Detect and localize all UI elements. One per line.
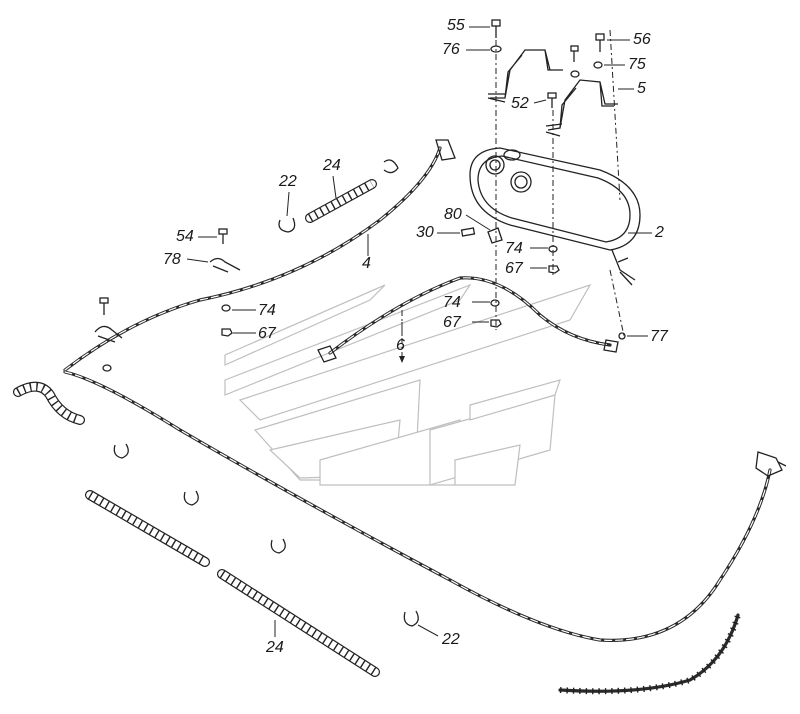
bracket-lower [545,79,618,137]
hose-clamp-22-bottom [403,610,419,627]
label-30: 30 [416,224,434,241]
label-67-center: 67 [443,314,461,331]
sleeve-24-bottom [217,569,380,677]
label-6: 6 [396,337,405,354]
label-24-top: 24 [323,157,341,174]
label-5: 5 [637,80,646,97]
bolt-54 [218,228,228,244]
label-75: 75 [628,56,646,73]
label-67-right: 67 [505,260,523,277]
wire-6 [317,276,619,363]
hose-clamp-c [270,538,286,554]
label-2: 2 [655,224,664,241]
label-77: 77 [650,328,668,345]
hose-clamp-22-top [278,217,296,233]
nut-67-center [490,319,502,328]
washer-74-center [490,299,500,307]
tank [469,147,641,286]
hose-clamp-a [113,443,129,459]
label-74-right: 74 [505,240,523,257]
label-74-left: 74 [258,302,276,319]
axis-line-77 [609,269,625,337]
label-22-bottom: 22 [442,631,460,648]
label-78: 78 [163,251,181,268]
nut-67-left [221,328,233,337]
sleeve-bottom-right [558,613,741,695]
bolt-52 [547,92,557,108]
label-24-bottom: 24 [266,639,284,656]
sleeve-24-top [305,179,377,223]
hose-clamp-top-right [383,159,399,174]
label-80: 80 [444,206,462,223]
nut-67-right [548,265,560,274]
sleeve-left-curl [13,381,85,425]
arrow-down-6 [399,356,405,363]
hose-4 [63,139,456,372]
label-52: 52 [511,95,529,112]
label-4: 4 [362,255,371,272]
label-74-center: 74 [443,294,461,311]
hose-main [63,370,787,642]
label-55: 55 [447,17,465,34]
washer-left [102,364,112,372]
label-67-left: 67 [258,325,276,342]
bolt-upper-right [570,45,579,62]
sleeve-mid [85,490,210,567]
hose-clamp-b [183,490,199,506]
bolt-55 [491,19,501,38]
washer-75 [593,61,603,69]
leader-lines [186,26,652,637]
washer-74-left [221,304,231,312]
bracket-upper [487,49,563,103]
bolt-left [99,297,109,315]
clip-left [94,325,123,343]
clip-78 [209,257,241,273]
bolt-56 [595,33,605,52]
clamp-80 [487,227,503,244]
washer-upper [570,70,580,78]
washer-77 [618,332,626,340]
label-22-top: 22 [279,173,297,190]
axis-line-bracket [609,29,621,201]
watermark-logo [224,283,592,486]
label-76: 76 [442,41,460,58]
label-56: 56 [633,31,651,48]
label-54: 54 [176,228,194,245]
plug-30 [460,227,476,237]
